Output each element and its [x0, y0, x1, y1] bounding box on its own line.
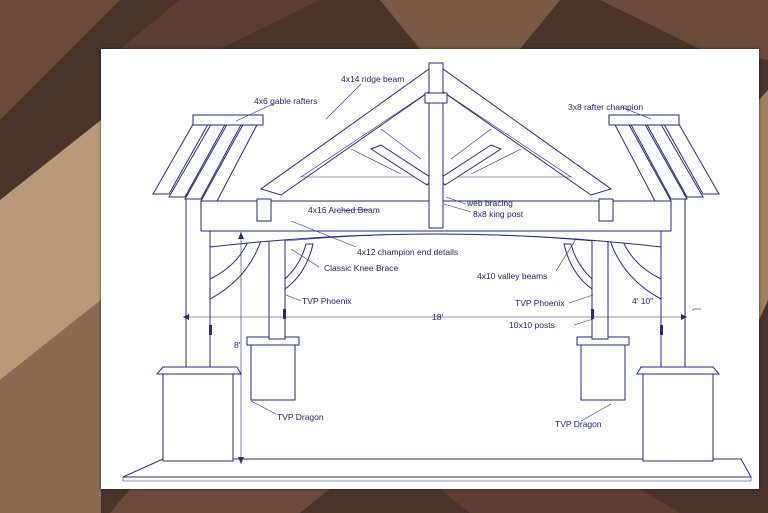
back-right-post: [591, 228, 609, 340]
background-beam: [110, 489, 330, 513]
label-web-bracing: web bracing: [466, 198, 513, 208]
truss-purlin: [350, 148, 402, 175]
left-gable-rafters: [152, 114, 264, 202]
phoenix-bracket-right: [660, 325, 663, 335]
label-height-dimension: 8': [234, 340, 241, 350]
valley-beam-line: [284, 233, 593, 242]
left-champion-end: [256, 198, 272, 222]
phoenix-bracket-back-right: [591, 309, 594, 319]
label-phoenix-right: TVP Phoenix: [515, 298, 565, 308]
ground-slab: [122, 458, 752, 478]
phoenix-bracket-back-left: [283, 309, 286, 319]
label-width-dimension: 18': [432, 312, 443, 322]
label-valley-beams: 4x10 valley beams: [477, 271, 547, 281]
label-posts: 10x10 posts: [509, 320, 555, 330]
right-gable-rafters: [608, 114, 720, 202]
label-phoenix-left: TVP Phoenix: [302, 296, 352, 306]
pavilion-drawing-sheet: 4x14 ridge beam 4x6 gable rafters 3x8 ra…: [101, 49, 759, 489]
background-planks: [759, 90, 768, 320]
label-king-post: 8x8 king post: [473, 209, 524, 219]
background-planks: [0, 300, 101, 513]
right-champion-end: [598, 198, 614, 222]
side-dimension-line: [692, 308, 701, 311]
phoenix-bracket-left: [209, 325, 212, 335]
pavilion-elevation-diagram: 4x14 ridge beam 4x6 gable rafters 3x8 ra…: [122, 62, 752, 482]
background-beam: [440, 489, 680, 513]
label-knee-brace: Classic Knee Brace: [324, 263, 398, 273]
width-dimension-line: [183, 314, 687, 320]
height-dimension-line: [238, 232, 244, 464]
label-rafter-champion: 3x8 rafter champion: [568, 102, 643, 112]
back-left-knee-brace: [284, 243, 314, 290]
front-right-pier: [636, 366, 721, 462]
label-gable-rafters: 4x6 gable rafters: [254, 96, 317, 106]
label-dragon-left: TVP Dragon: [277, 412, 324, 422]
leader-lines: [235, 83, 652, 422]
background-beam: [600, 0, 768, 60]
background-beam: [380, 0, 560, 49]
label-side-dimension: 4' 10": [632, 296, 653, 306]
background-planks: [0, 120, 101, 380]
label-arched-beam: 4x16 Arched Beam: [308, 205, 380, 215]
label-dragon-right: TVP Dragon: [555, 419, 602, 429]
back-left-post: [268, 228, 286, 340]
front-left-pier: [155, 366, 242, 462]
truss-purlin: [470, 148, 522, 175]
label-ridge-beam: 4x14 ridge beam: [341, 74, 404, 84]
truss-purlin: [450, 128, 492, 160]
left-web-brace: [369, 144, 434, 186]
king-post: [428, 62, 444, 229]
background-beam: [120, 0, 320, 49]
back-right-knee-brace: [563, 243, 593, 290]
king-post-collar: [424, 92, 448, 104]
back-left-pier: [246, 336, 300, 401]
back-right-pier: [576, 336, 630, 401]
label-champion-end: 4x12 champion end details: [357, 247, 458, 257]
background-beam: [0, 0, 120, 120]
right-web-brace: [438, 144, 503, 186]
truss-purlin: [380, 128, 422, 160]
